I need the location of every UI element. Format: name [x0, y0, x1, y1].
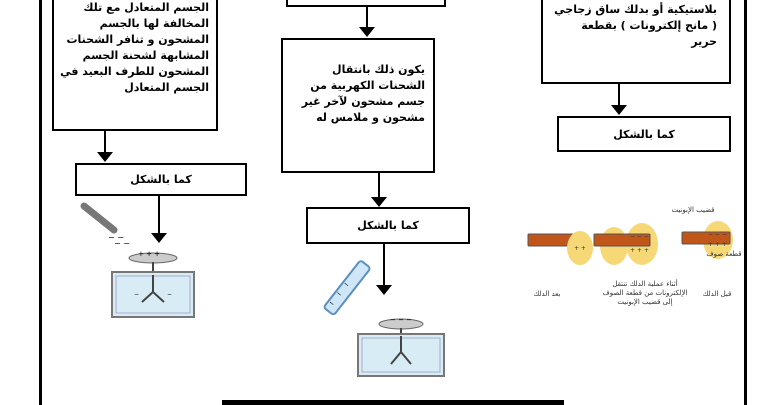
left-text: الجسم المتعادل مع تلك المخالفة لها بالجس…	[60, 1, 209, 94]
left-label-box: كما بالشكل	[75, 163, 247, 196]
frame-left-border	[39, 0, 42, 405]
rubbing-sequence-illustration: − − − + + + − − − + + + + +	[527, 221, 733, 265]
svg-text:− − −: − − −	[390, 316, 412, 324]
middle-arrow-shaft	[378, 173, 380, 198]
svg-text:−: −	[134, 291, 139, 298]
svg-text:+ + +: + + +	[708, 241, 727, 248]
left-arrow-shaft	[104, 131, 106, 153]
middle-text-box: يكون ذلك بانتقال الشحنات الكهربية من جسم…	[281, 38, 435, 173]
svg-text:−: −	[167, 291, 172, 298]
middle-arrow-head	[371, 197, 387, 207]
svg-text:− −: − −	[108, 233, 124, 242]
svg-text:+ + +: + + +	[138, 250, 160, 258]
caption-wool: قطعة صوف	[706, 250, 742, 258]
right-text-box: بلاستيكية أو بدلك ساق زجاجي ( مانح إلكتر…	[541, 0, 731, 84]
svg-text:−: −	[334, 289, 344, 299]
left-arrow-head	[97, 152, 113, 162]
svg-text:−: −	[327, 299, 337, 309]
middle-text: يكون ذلك بانتقال الشحنات الكهربية من جسم…	[301, 63, 425, 124]
right-label-box: كما بالشكل	[557, 116, 731, 152]
left-label: كما بالشكل	[130, 173, 192, 186]
right-arrow-shaft	[618, 84, 620, 106]
left-text-box: الجسم المتعادل مع تلك المخالفة لها بالجس…	[52, 0, 218, 131]
caption-during: أثناء عملية الدلك تنتقل الإلكترونات من ق…	[602, 280, 688, 306]
middle-arrow2-shaft	[383, 244, 385, 286]
left-arrow2-shaft	[158, 196, 160, 234]
caption-after: بعد الدلك	[533, 290, 561, 298]
svg-text:− −: − −	[114, 239, 130, 248]
bottom-box-edge	[222, 400, 564, 405]
svg-text:− − −: − − −	[708, 231, 727, 238]
middle-arrow2-head	[376, 285, 392, 295]
middle-electroscope-illustration: − − − − − −	[323, 260, 445, 377]
svg-text:+ +: + +	[574, 245, 586, 252]
middle-label-box: كما بالشكل	[306, 207, 470, 244]
svg-text:− − −: − − −	[630, 233, 649, 240]
middle-arrow-head-top	[359, 27, 375, 37]
frame-right-border	[744, 0, 747, 405]
svg-text:−: −	[342, 280, 352, 290]
left-arrow2-head	[151, 233, 167, 243]
middle-arrow-shaft-top	[366, 6, 368, 28]
middle-label: كما بالشكل	[357, 219, 419, 232]
caption-before: قبل الدلك	[702, 290, 732, 298]
svg-text:+ + +: + + +	[630, 247, 649, 254]
right-label: كما بالشكل	[613, 127, 675, 141]
right-text: بلاستيكية أو بدلك ساق زجاجي ( مانح إلكتر…	[554, 3, 717, 48]
left-electroscope-illustration: − − − − + + + − −	[80, 202, 195, 318]
caption-rod: قضيب الإبونيت	[671, 206, 715, 214]
right-arrow-head	[611, 105, 627, 115]
